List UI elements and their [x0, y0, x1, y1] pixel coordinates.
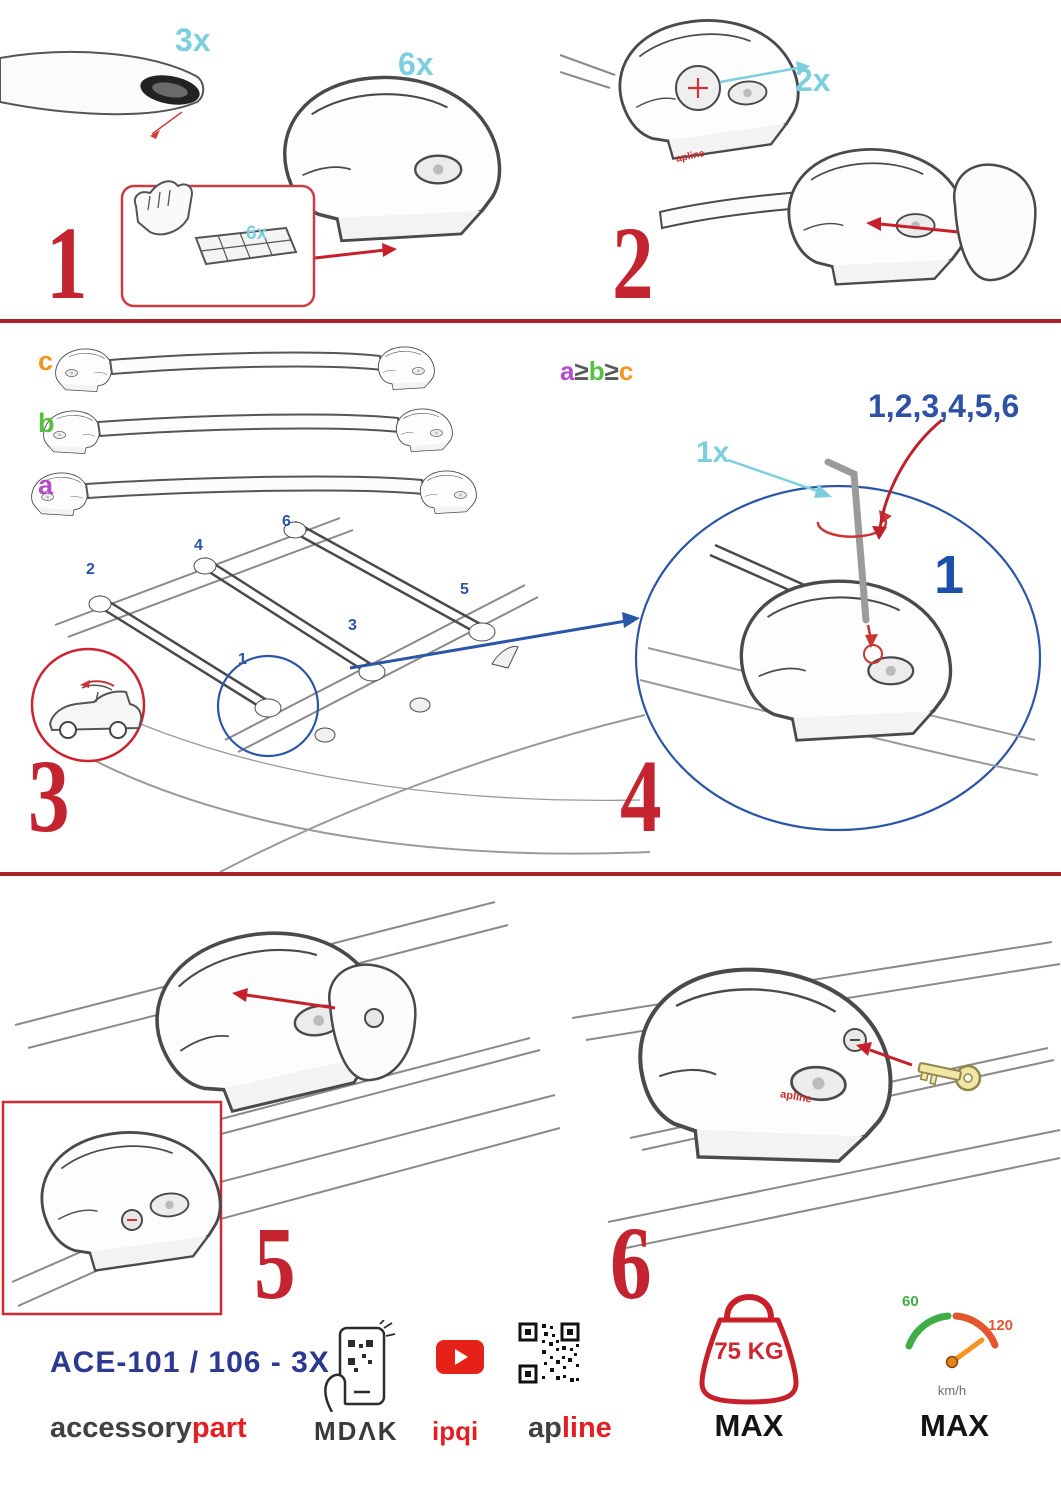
speedometer-icon: [905, 1312, 999, 1369]
sequence-arrow: [872, 418, 943, 540]
speed-low-label: 60: [902, 1293, 919, 1310]
bar-qty-label: 3x: [175, 22, 211, 58]
foot-illustration: [283, 75, 502, 243]
bar-a-label: a: [38, 470, 54, 500]
foot-inset: [1, 1100, 227, 1316]
step4-illustration: [634, 418, 1042, 832]
step2-illustration: [560, 11, 1037, 286]
size-order-formula: a≥b≥c: [560, 358, 633, 384]
formula-b: b: [588, 356, 605, 386]
section-divider-2: [0, 872, 1061, 876]
foot-qty-label: 6x: [398, 46, 434, 82]
step5-number: 5: [254, 1206, 296, 1321]
roof-position-4: 4: [194, 537, 203, 554]
step6-illustration: [571, 941, 1061, 1249]
foot-attached-illustration: [787, 148, 968, 286]
tool-qty-arrow: [727, 458, 832, 498]
position1-highlight-circle: [216, 654, 320, 758]
roof-position-5: 5: [460, 581, 469, 598]
ipqi-logo: ipqi: [432, 1416, 479, 1446]
product-model-label: ACE-101 / 106 - 3X: [50, 1346, 330, 1379]
roof-position-6: 6: [282, 513, 291, 530]
youtube-icon: [436, 1340, 484, 1374]
step1-number: 1: [46, 206, 88, 321]
qr-code-icon: [518, 1322, 580, 1384]
step3-roof-illustration: [30, 517, 651, 873]
crossbar-end-illustration: [0, 51, 205, 139]
speed-high-label: 120: [988, 1317, 1014, 1334]
roof-position-2: 2: [86, 561, 95, 578]
tighten-sequence-label: 1,2,3,4,5,6: [868, 388, 1020, 424]
allen-key-icon: [824, 458, 870, 624]
car-direction-inset: [30, 647, 146, 763]
bar-c-illustration: [55, 346, 435, 393]
mdak-logo: MDΛK: [314, 1416, 399, 1446]
qty-arrow: [719, 61, 810, 84]
step1-illustration: [0, 51, 502, 308]
insert-arrow: [314, 243, 397, 260]
attach-arrow: [232, 988, 336, 1010]
bar-c-label: c: [38, 346, 54, 376]
formula-c: c: [618, 356, 634, 386]
speed-unit-label: km/h: [937, 1383, 967, 1398]
bar-b-illustration: [43, 408, 453, 455]
bar-b-label: b: [38, 408, 55, 438]
roof-position-1: 1: [238, 651, 247, 668]
adjuster-knob: [675, 65, 721, 111]
tool-qty-label: 1x: [696, 436, 730, 469]
key-insert-arrow: [856, 1042, 913, 1067]
end-cap-illustration: [952, 163, 1037, 282]
step5-illustration: [1, 901, 560, 1316]
pad-inset: [120, 180, 316, 308]
step4-number: 4: [620, 739, 662, 854]
accessorypart-logo-part1: accessory: [50, 1412, 192, 1444]
formula-ge1: ≥: [574, 356, 589, 386]
formula-a: a: [560, 356, 575, 386]
apline-logo-part2: line: [561, 1412, 612, 1444]
section-divider-1: [0, 319, 1061, 323]
phone-scan-icon: [324, 1320, 396, 1412]
roof-position-3: 3: [348, 617, 357, 634]
weight-max-label: MAX: [714, 1408, 784, 1443]
accessorypart-logo-part2: part: [191, 1412, 247, 1444]
apline-logo: apline: [528, 1414, 612, 1443]
step3-number: 3: [28, 739, 70, 854]
speed-max-label: MAX: [920, 1408, 989, 1443]
tighten-arrow: [863, 624, 883, 664]
torque-step-label: 1: [934, 545, 965, 605]
pad-qty-label: 6x: [246, 223, 268, 244]
knob-qty-label: 2x: [795, 62, 831, 98]
max-weight-icon: [699, 1294, 799, 1405]
lock-cylinder-icon: [364, 1008, 384, 1028]
apline-logo-part1: ap: [528, 1412, 562, 1444]
formula-ge2: ≥: [604, 356, 619, 386]
detail-arrow: [349, 612, 640, 670]
step3-bars-illustration: [31, 346, 477, 517]
foot-illustration: [632, 960, 900, 1173]
step6-number: 6: [610, 1206, 652, 1321]
weight-limit-label: 75 KG: [714, 1338, 784, 1365]
accessorypart-logo: accessorypart: [50, 1414, 247, 1443]
mounted-crossbars: [88, 520, 519, 743]
step2-number: 2: [612, 206, 654, 321]
key-icon: [917, 1062, 982, 1092]
bar-a-illustration: [31, 470, 477, 517]
attach-arrow: [866, 217, 959, 234]
